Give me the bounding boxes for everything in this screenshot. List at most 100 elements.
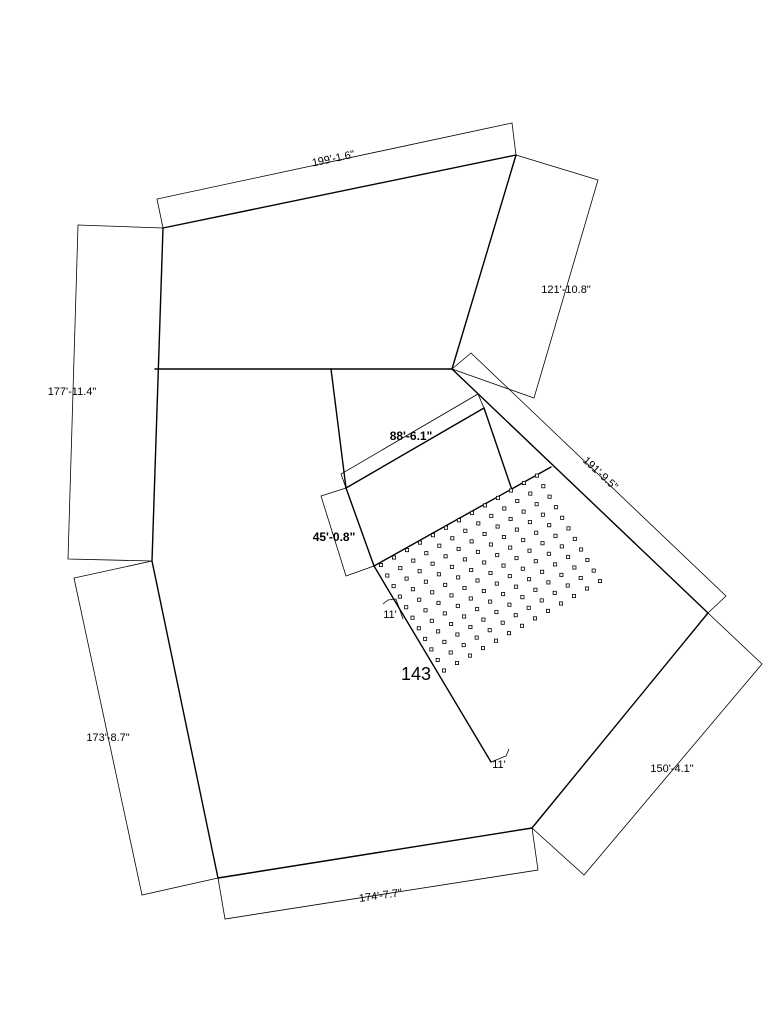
grid-point — [462, 557, 467, 562]
grid-point — [572, 536, 577, 541]
grid-points — [378, 473, 603, 673]
grid-point — [441, 668, 446, 673]
grid-point — [456, 546, 461, 551]
grid-point — [495, 524, 500, 529]
grid-point — [463, 528, 468, 533]
grid-point — [520, 623, 525, 628]
dim-label-bottom-right: 150'-4.1" — [650, 763, 693, 775]
grid-point — [501, 592, 506, 597]
grid-point — [442, 611, 447, 616]
grid-point — [423, 636, 428, 641]
grid-point — [553, 562, 558, 567]
grid-point — [501, 563, 506, 568]
grid-point — [521, 509, 526, 514]
grid-point — [435, 658, 440, 663]
dimension-bracket-top — [156, 122, 517, 229]
grid-point — [416, 626, 421, 631]
grid-point — [522, 480, 527, 485]
grid-point — [430, 533, 435, 538]
grid-point — [488, 599, 493, 604]
grid-point — [493, 638, 498, 643]
dim-label-right-diagonal: 191'-9.5" — [580, 455, 620, 493]
grid-point — [506, 631, 511, 636]
dim-label-inner-left: 45'-0.8" — [313, 530, 356, 544]
grid-point — [430, 590, 435, 595]
grid-point — [442, 639, 447, 644]
grid-point — [385, 573, 390, 578]
grid-point — [546, 551, 551, 556]
grid-point — [559, 572, 564, 577]
grid-point — [585, 558, 590, 563]
grid-point — [591, 568, 596, 573]
grid-point — [436, 572, 441, 577]
dim-label-bottom: 174'-7.7" — [358, 887, 403, 905]
grid-point — [424, 551, 429, 556]
grid-point — [378, 563, 383, 568]
grid-point — [566, 526, 571, 531]
dimension-bracket-right-diagonal — [451, 352, 727, 614]
grid-point — [449, 564, 454, 569]
dimension-bracket-left-lower — [73, 560, 219, 896]
grid-point — [455, 603, 460, 608]
dim-label-top-right: 121'-10.8" — [541, 284, 591, 296]
grid-spacing-label-lower: 11' — [492, 759, 506, 771]
grid-point — [533, 587, 538, 592]
dim-label-inner-top: 88'-6.1" — [390, 429, 433, 443]
dim-label-left-upper: 177'-11.4" — [48, 386, 97, 398]
grid-point — [467, 653, 472, 658]
grid-point — [417, 569, 422, 574]
interior-line-building-left — [345, 487, 375, 567]
grid-point — [482, 560, 487, 565]
grid-point — [559, 601, 564, 606]
grid-point — [449, 593, 454, 598]
grid-point — [436, 629, 441, 634]
grid-point — [494, 581, 499, 586]
grid-point — [514, 556, 519, 561]
grid-point — [540, 512, 545, 517]
grid-point — [540, 569, 545, 574]
grid-point — [411, 558, 416, 563]
grid-point — [475, 607, 480, 612]
grid-point — [487, 628, 492, 633]
site-boundary — [151, 154, 709, 879]
dimension-bracket-bottom-right — [531, 612, 763, 876]
grid-point — [540, 541, 545, 546]
grid-point — [527, 577, 532, 582]
grid-point — [578, 576, 583, 581]
grid-point — [404, 548, 409, 553]
grid-point — [449, 622, 454, 627]
grid-point — [515, 498, 520, 503]
grid-point — [475, 578, 480, 583]
grid-point — [482, 532, 487, 537]
grid-point — [456, 575, 461, 580]
grid-point — [468, 596, 473, 601]
grid-point — [533, 559, 538, 564]
grid-point — [585, 586, 590, 591]
grid-point — [481, 589, 486, 594]
grid-point — [513, 613, 518, 618]
grid-point — [429, 618, 434, 623]
grid-point — [546, 580, 551, 585]
grid-count-label: 143 — [401, 664, 431, 684]
grid-point — [560, 515, 565, 520]
grid-point — [469, 568, 474, 573]
grid-point — [572, 594, 577, 599]
grid-point — [488, 542, 493, 547]
grid-point — [507, 574, 512, 579]
grid-point — [462, 586, 467, 591]
grid-point — [398, 566, 403, 571]
dim-label-left-lower: 173'-8.7" — [86, 732, 129, 744]
grid-point — [461, 643, 466, 648]
grid-point — [417, 540, 422, 545]
grid-point — [572, 565, 577, 570]
grid-point — [520, 595, 525, 600]
grid-point — [495, 495, 500, 500]
grid-point — [507, 602, 512, 607]
grid-point — [526, 605, 531, 610]
grid-point — [508, 488, 513, 493]
grid-point — [533, 616, 538, 621]
grid-point — [501, 535, 506, 540]
grid-point — [534, 502, 539, 507]
grid-point — [520, 566, 525, 571]
